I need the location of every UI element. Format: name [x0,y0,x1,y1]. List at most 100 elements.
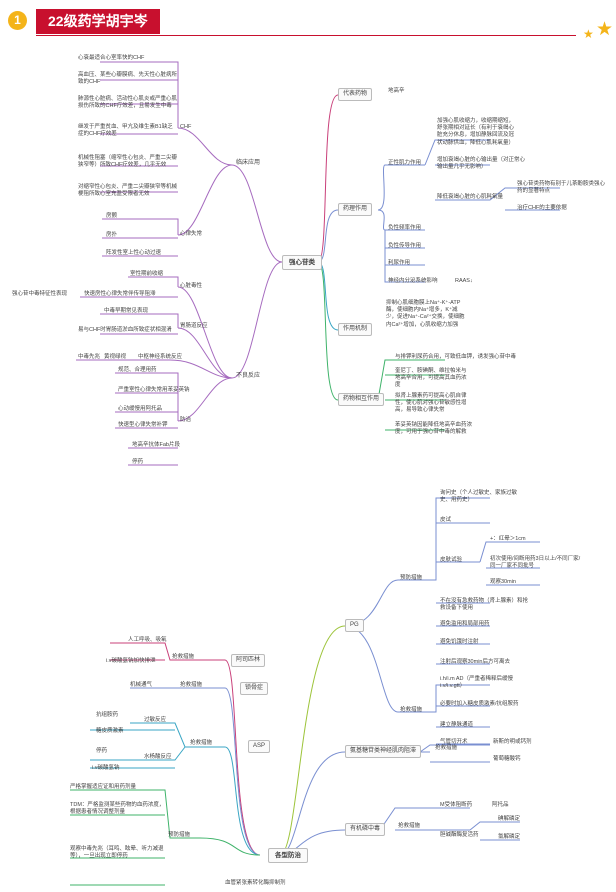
organo-item: M受体阻断药 [440,802,473,808]
chf-item: 机械性阻塞（缩窄性心包炎、严重二尖瓣狭窄等）所致CHF疗效差，几乎无效 [78,155,178,169]
asp-bleeding: 水杨酸反应 [144,754,172,760]
interaction-item: 苯妥英钠因能降低地高辛血药浓度，可用于强心苷中毒的解救 [395,422,473,436]
inotropic-item: 增加衰竭心脏的心输出量（对正常心输出量几乎无影响） [437,157,526,171]
prevention-item: 严格掌握适应证和用药剂量 [70,784,137,790]
asp-rescue: 抢救措施 [190,740,213,746]
branch-left-2: 锁骨症 [240,682,269,696]
left2-rescue: 抢救措施 [180,682,203,688]
organo-rescue: 抢救措施 [398,823,421,829]
left1-item: 人工呼吸、吸氧 [128,637,167,643]
cardiac-extra: 强心苷中毒特征性表现 [12,291,68,297]
branch-pharmacology: 药理作用 [338,203,373,217]
asp-allergy-item: 抗组胺药 [96,712,119,718]
pg-prevention-item: 避免饥饿时注射 [440,639,479,645]
inotropic-sub: 治疗CHF的主要依据 [517,205,567,211]
rescue-item: 气管切开术 [440,739,468,745]
prevention-label: 预防措施 [168,832,191,838]
treat-item: 停药 [132,459,144,465]
node-prevention: 预防措施 [400,575,423,581]
node-cardiac-toxicity: 心脏毒性 [180,283,203,289]
chf-item: 高血压、某些心瓣膜病、先天性心脏病所致的CHF [78,72,178,86]
chf-item: 对缩窄性心包炎、严重二尖瓣狭窄等机械梗阻所致心室充盈受限者无效 [78,184,178,198]
pg-prevention-item: 不在没有急救药物（肾上腺素）和抢救设备下使用 [440,598,529,612]
node-gi: 胃肠道反应 [180,323,208,329]
inotropic-item: 降低衰竭心脏的心肌耗氧量 [437,194,504,200]
node-rescue: 抢救措施 [400,707,423,713]
page-title: 22级药学胡宇岑 [36,9,160,34]
prevention-item: 观察中毒先兆（耳鸣、眩晕、听力减退等），一旦出现立即停药 [70,846,164,860]
branch-mechanism: 作用机制 [338,323,373,337]
interaction-item: 奎尼丁、胺碘酮、维拉帕米与地高辛合用，可提高其血药浓度 [395,368,467,389]
header-divider [36,35,576,36]
node-chf: CHF [180,124,192,130]
left2-note: 机械通气 [130,682,153,688]
star-small-icon: ★ [583,27,594,41]
treat-item: 严重室性心律失常用苯妥英钠 [118,387,190,393]
organo-item: 胆碱酯酶复活药 [440,832,479,838]
rescue-item: i.h/i.m AD（严重者稀释后缓慢i.v/i.v.gtt） [440,676,514,690]
gi-item: 中毒早期常见表现 [104,308,149,314]
asp-bleeding-item: 停药 [96,748,108,754]
inotropic-item: 加强心肌收缩力，收缩期缩短，舒张期相对延长（有利于衰竭心脏充分休息，增加静脉回流… [437,118,515,146]
chf-item: 肺源性心脏病、活动性心肌炎或严重心肌损伤所致的CHF疗效差，且易发生中毒 [78,96,178,110]
pharm-item: 神经内分泌系统影响 [388,278,438,284]
organo-oxime: 碘解磷定 [498,816,521,822]
pg-prevention-item: 询问史（个人过敏史、家族过敏史、用药史） [440,490,518,504]
treat-item: 规范、合理用药 [118,367,157,373]
pharm-item: 负性传导作用 [388,243,422,249]
pharm-item: 利尿作用 [388,260,411,266]
node-arrhythmia: 心律失常 [180,231,203,237]
interaction-item: 拟肾上腺素药可提高心肌自律性，使心肌对强心苷敏感性增高，易导致心律失常 [395,393,467,414]
arr-item: 房颤 [106,213,118,219]
drug-item: 地高辛 [388,88,405,94]
chf-item: 继发于严重贫血、甲亢及维生素B1缺乏症的CHF疗效差 [78,124,173,138]
asp-bleeding-item: i.v碳酸氢钠 [92,765,120,771]
amino-item: 新斯的明或钙剂 [493,739,532,745]
mechanism-text: 抑制心肌细胞膜上Na⁺-K⁺-ATP酶，使细胞内Na⁺增多，K⁺减少，促进Na⁺… [386,300,465,328]
cardiac-item: 快速房性心律失常伴传导阻滞 [84,291,156,297]
left1-rescue: 抢救措施 [172,654,195,660]
interaction-item: 与排钾利尿药合用，可致低血钾，诱发强心苷中毒 [395,354,517,360]
branch-asp: ASP [248,740,271,754]
organo-atropine: 阿托品 [492,802,509,808]
gi-item: 易与CHF时胃肠道淤血所致症状相混淆 [78,327,172,333]
treat-item: 地高辛抗体Fab片段 [132,442,180,448]
arr-item: 阵发性室上性心动过速 [106,250,162,256]
asp-allergy-item: 糖皮质激素 [96,728,124,734]
page-header: 1 22级药学胡宇岑 ★ ★ [0,0,616,48]
section-number-badge: 1 [8,11,27,30]
branch-representative-drug: 代表药物 [338,88,373,102]
pharm-item: 负性频率作用 [388,225,422,231]
branch-interaction: 药物相互作用 [338,393,385,407]
asp-allergy: 过敏反应 [144,717,167,723]
pg-prevention-item: 注射后观察30min后方可离去 [440,659,510,665]
neuro-item: 中毒先兆 [78,354,101,360]
branch-aminoglycoside: 氨基糖苷类神经肌肉阻滞 [345,745,422,759]
bottom-branch: 血管紧张素转化酶抑制剂 [225,880,286,886]
rescue-item: 必要时加入糖皮质激素/抗组胺药 [440,701,519,707]
organo-oxime: 氯解磷定 [498,834,521,840]
branch-adverse: 不良反应 [236,373,261,379]
branch-pg: PG [345,619,364,633]
raas-label: RAAS↓ [455,278,473,284]
pg-prevention-item: 皮肤试验 [440,557,463,563]
node-inotropic: 正性肌力作用 [388,160,422,166]
treat-item: 快速型心律失常补钾 [118,422,168,428]
left1-item: i.v碳酸氢钠加快排泄 [106,658,156,664]
skin-item: +：红晕＞1cm [490,536,526,542]
branch-clinical: 临床应用 [236,160,261,166]
node-treatment: 防治 [180,417,192,423]
branch-left-1: 阿司匹林 [231,654,266,668]
node-skin-test: 皮试 [440,517,452,523]
skin-item: 初次使用/间断用药3日以上/不同厂家/同一厂家不同批号 [490,556,581,570]
treat-item: 心动缓慢用阿托品 [118,406,163,412]
arr-item: 房扑 [106,232,118,238]
inotropic-sub: 强心苷类药物有别于儿茶酚胺类强心药的显著特点 [517,181,606,195]
prevention-item: TDM：严格监测某些药物的血药浓度，根据患者情况调整剂量 [70,802,165,816]
node-neuro: 中枢神经系统反应 [138,354,183,360]
branch-organophosphate: 有机磷中毒 [345,823,386,837]
mindmap2-root: 各型防治 [268,848,308,864]
neuro-item: 黄视绿视 [104,354,127,360]
star-large-icon: ★ [596,19,614,40]
